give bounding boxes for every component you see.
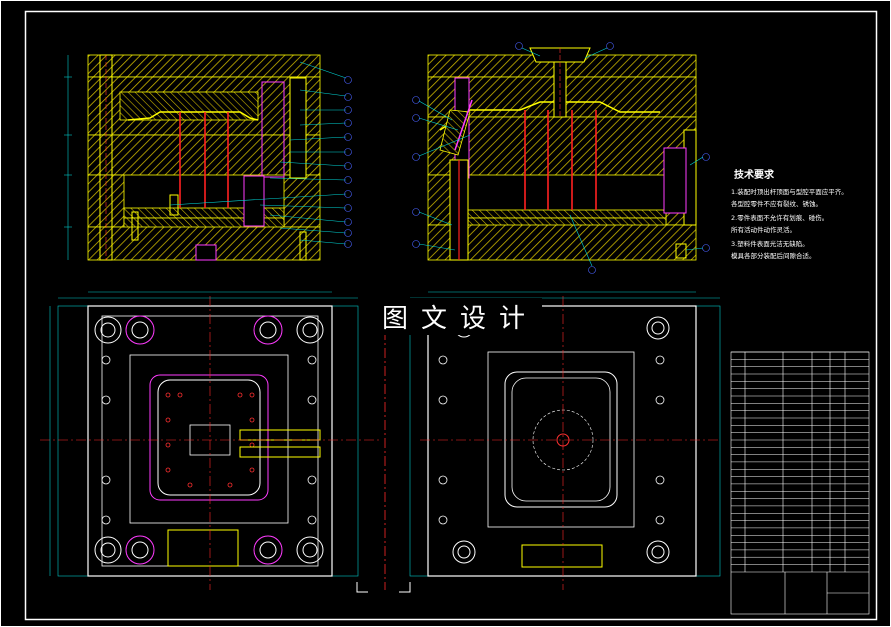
section-view-left — [64, 54, 352, 261]
parts-list-rows — [731, 351, 869, 565]
plan-view-left — [40, 291, 380, 590]
tech-line-2: 各型腔零件不应有裂纹、锈蚀。 — [731, 200, 822, 208]
tech-line-3: 2.零件表面不允许有划痕、碰伤。 — [731, 214, 829, 222]
tech-line-5: 3.塑料件表面光洁无缺陷。 — [731, 240, 809, 248]
tech-requirements-heading: 技术要求 — [734, 170, 774, 181]
title-block — [731, 571, 869, 614]
tech-line-6: 模具各部分装配后间隙合适。 — [731, 252, 816, 260]
plan-view-right — [409, 291, 721, 590]
parts-list-table — [730, 351, 870, 615]
section-view-right — [412, 42, 710, 274]
inner-frame — [24, 10, 878, 621]
tech-line-1: 1.装配时顶出杆顶面与型腔平面应平齐。 — [731, 188, 848, 196]
watermark: 图文设计 — [378, 298, 543, 335]
tech-line-4: 所有活动件动作灵活。 — [731, 226, 796, 234]
